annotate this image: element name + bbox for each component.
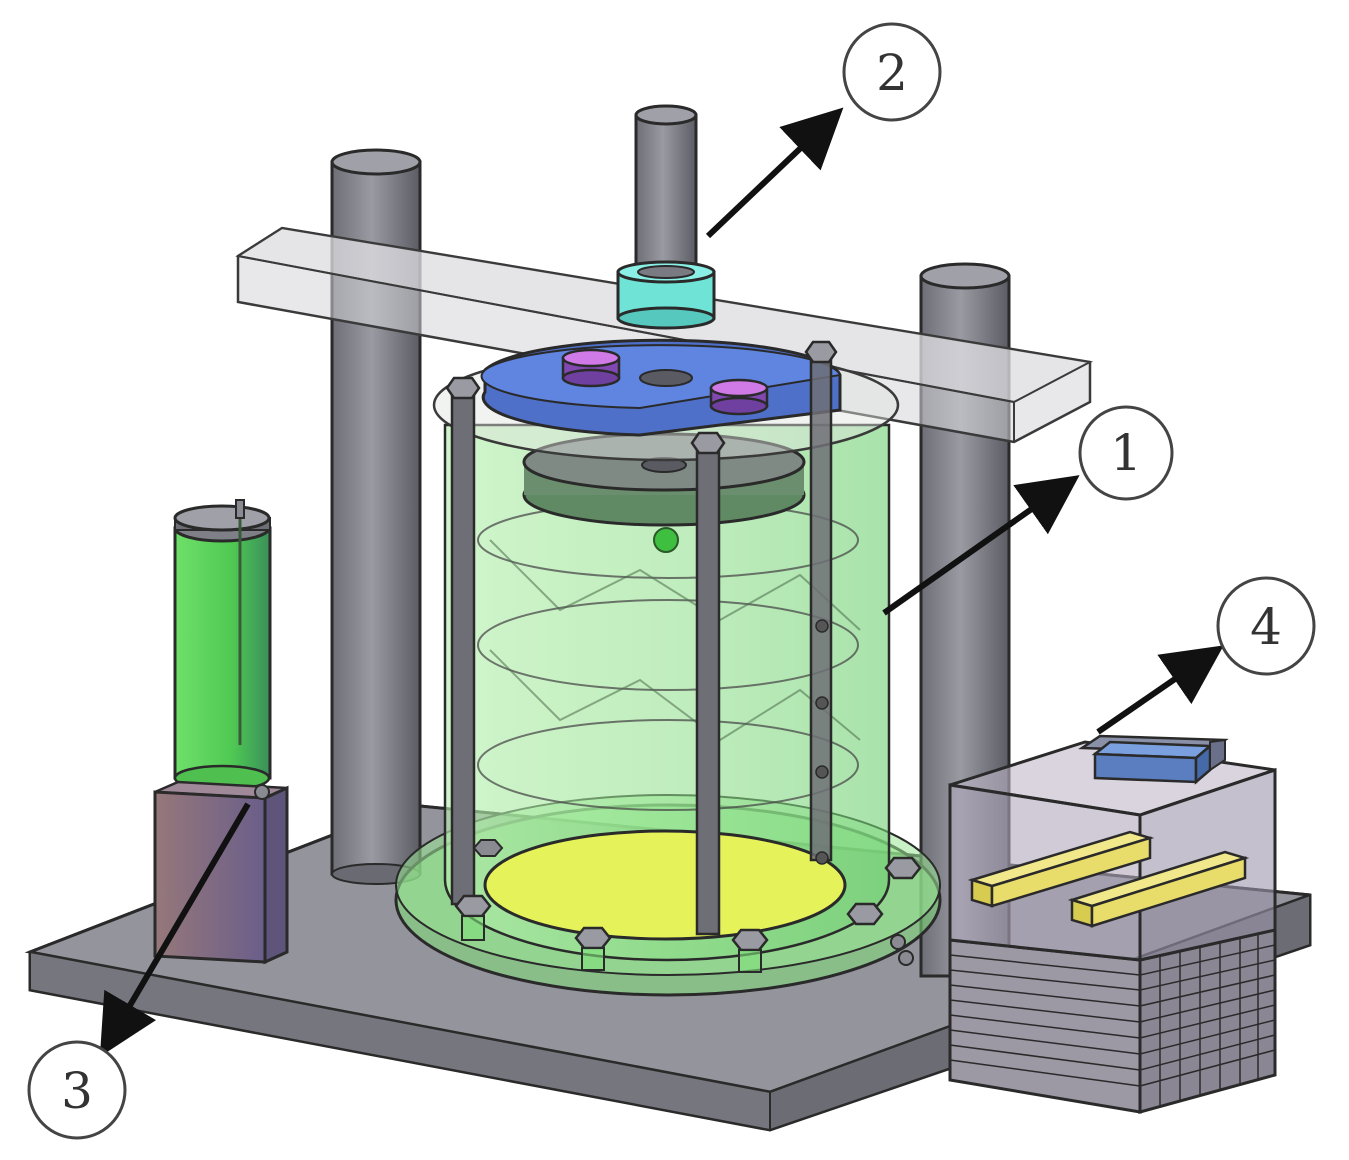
- loading-rod: [634, 104, 698, 287]
- hex-bolt-icon: [804, 340, 838, 364]
- arrows: [99, 107, 1224, 1057]
- circled-number-icon: [1216, 576, 1316, 676]
- water-reservoir: [173, 499, 272, 792]
- hex-bolt-icon: [690, 431, 726, 455]
- arrow-icon: [705, 107, 844, 239]
- circled-number-icon: [27, 1040, 127, 1140]
- callout-3: 3: [27, 1040, 127, 1140]
- circled-number-icon: [1078, 405, 1174, 501]
- hex-bolt-icon: [731, 928, 769, 973]
- hex-bolt-icon: [884, 856, 922, 880]
- callout-label-4: 4: [1250, 598, 1282, 656]
- hex-bolt-icon: [846, 902, 884, 926]
- arrow-icon: [99, 802, 251, 1057]
- callout-2: 2: [842, 22, 942, 122]
- heat-sink: [948, 928, 1277, 1114]
- callout-label-3: 3: [61, 1062, 93, 1120]
- callout-label-2: 2: [876, 44, 908, 102]
- hex-bolt-icon: [574, 926, 612, 971]
- hex-bolt-icon: [445, 376, 481, 400]
- callout-label-1: 1: [1110, 424, 1142, 482]
- reservoir-pedestal: [153, 780, 289, 965]
- hex-bolt-icon: [472, 839, 504, 857]
- sensor-module: [1078, 734, 1229, 785]
- lid-knob-right: [709, 378, 769, 416]
- tie-rod-left: [445, 376, 481, 906]
- heater-bar-upper: [967, 830, 1155, 908]
- callout-1: 1: [1078, 405, 1174, 501]
- load-cell-collar: [616, 260, 716, 330]
- arrow-icon: [1096, 645, 1224, 735]
- tie-rod-right: [804, 340, 838, 865]
- circled-number-icon: [842, 22, 942, 122]
- arrow-icon: [882, 475, 1080, 616]
- callout-4: 4: [1216, 576, 1316, 676]
- control-box: [948, 734, 1277, 1114]
- heater-bar-lower: [1067, 850, 1250, 928]
- hex-bolt-icon: [454, 894, 492, 941]
- base-bolts: [454, 839, 922, 973]
- tie-rod-center: [690, 431, 726, 936]
- lid-knob-left: [561, 348, 621, 388]
